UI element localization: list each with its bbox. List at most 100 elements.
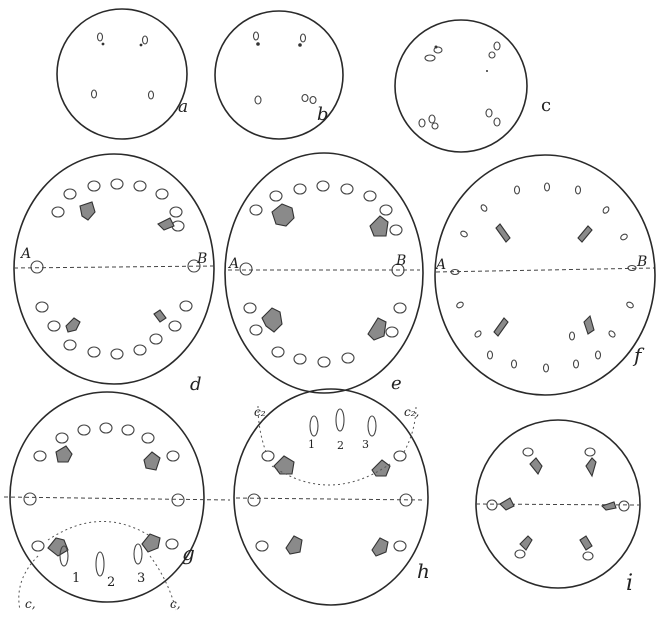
curve-label-left: c₂: [254, 405, 266, 419]
shaded-bundle: [274, 456, 294, 474]
shaded-bundle: [520, 536, 532, 550]
panel-g: 1 2 3 c, c, g: [4, 392, 230, 611]
bundle: [167, 451, 179, 461]
section-outline: [234, 389, 428, 605]
axis-line: [236, 498, 424, 500]
curve-label-right: c,: [170, 597, 181, 611]
bundle: [318, 357, 330, 367]
bundle-numbered: [368, 416, 376, 436]
bundle: [620, 233, 629, 241]
bundle: [32, 541, 44, 551]
panel-label-b: b: [317, 104, 329, 125]
bundle: [172, 494, 184, 506]
panel-a: a: [57, 9, 188, 139]
bundle: [166, 539, 178, 549]
shaded-bundle: [496, 224, 510, 242]
bundle: [576, 186, 581, 194]
shaded-bundle: [530, 458, 542, 474]
bundle: [608, 330, 616, 338]
shaded-bundle: [370, 216, 388, 236]
bundle: [480, 204, 488, 213]
bundle: [240, 263, 252, 275]
bundle: [474, 330, 482, 338]
curve-label-left: c,: [25, 597, 36, 611]
bundle: [254, 32, 259, 40]
bundle: [585, 448, 595, 456]
bundle: [574, 360, 579, 368]
panel-h: 1 2 3 c₂ c₂, h: [234, 389, 430, 605]
panel-label-g: g: [182, 541, 195, 565]
bundle: [310, 97, 316, 104]
shaded-bundle: [154, 310, 166, 322]
bundle: [36, 302, 48, 312]
panel-b: b: [215, 11, 343, 139]
dot: [140, 44, 143, 47]
bundle: [156, 189, 168, 199]
bundle: [489, 52, 495, 58]
bundle-ring: [451, 183, 636, 372]
bundle: [429, 115, 435, 123]
dot: [102, 43, 105, 46]
panel-label-c: c: [541, 95, 551, 116]
panel-label-d: d: [190, 374, 202, 395]
bundle: [456, 301, 465, 309]
bundle: [272, 347, 284, 357]
shaded-bundle: [56, 446, 72, 462]
bundle: [248, 494, 260, 506]
shaded-bundle: [372, 460, 390, 476]
panel-d: A B d: [14, 154, 214, 395]
bundle: [180, 301, 192, 311]
shaded-bundle: [272, 204, 294, 226]
bundle: [256, 541, 268, 551]
bundle: [48, 321, 60, 331]
panel-label-e: e: [391, 373, 402, 394]
bundle: [515, 550, 525, 558]
bundle: [626, 301, 635, 309]
bundle: [301, 34, 306, 42]
bundle: [394, 541, 406, 551]
shaded-bundle: [158, 218, 174, 230]
bundle: [394, 303, 406, 313]
shaded-bundle: [578, 226, 592, 242]
shaded-bundle: [144, 452, 160, 470]
shaded-bundle: [584, 316, 594, 334]
bundle: [122, 425, 134, 435]
panel-label-i: i: [626, 571, 633, 596]
dot: [256, 42, 260, 46]
bundle: [544, 364, 549, 372]
panel-c: c: [395, 20, 551, 152]
bundle: [380, 205, 392, 215]
section-outline: [57, 9, 187, 139]
axis-line: [436, 268, 654, 272]
bundle: [394, 451, 406, 461]
bundle: [111, 179, 123, 189]
bundle: [488, 351, 493, 359]
axis-label-left: A: [434, 257, 446, 273]
bundle: [270, 191, 282, 201]
bundle: [92, 90, 97, 98]
bundle-number-3: 3: [362, 438, 369, 451]
bundle: [425, 55, 435, 61]
bundle-number-1: 1: [308, 438, 315, 451]
bundle-numbered: [96, 552, 104, 576]
bundle: [294, 354, 306, 364]
bundle: [515, 186, 520, 194]
bundle: [143, 36, 148, 44]
shaded-bundle: [602, 502, 616, 510]
bundle: [250, 205, 262, 215]
bundle: [52, 207, 64, 217]
panel-f: A B f: [434, 155, 655, 395]
bundle: [460, 230, 469, 238]
axis-line: [4, 497, 230, 500]
bundle-number-2: 2: [337, 439, 344, 452]
bundle: [262, 451, 274, 461]
bundle: [390, 225, 402, 235]
section-outline: [435, 155, 655, 395]
bundle: [24, 493, 36, 505]
bundle: [149, 91, 154, 99]
bundle: [31, 261, 43, 273]
bundle: [88, 347, 100, 357]
bundle-numbered: [134, 544, 142, 564]
bundle: [494, 118, 500, 126]
